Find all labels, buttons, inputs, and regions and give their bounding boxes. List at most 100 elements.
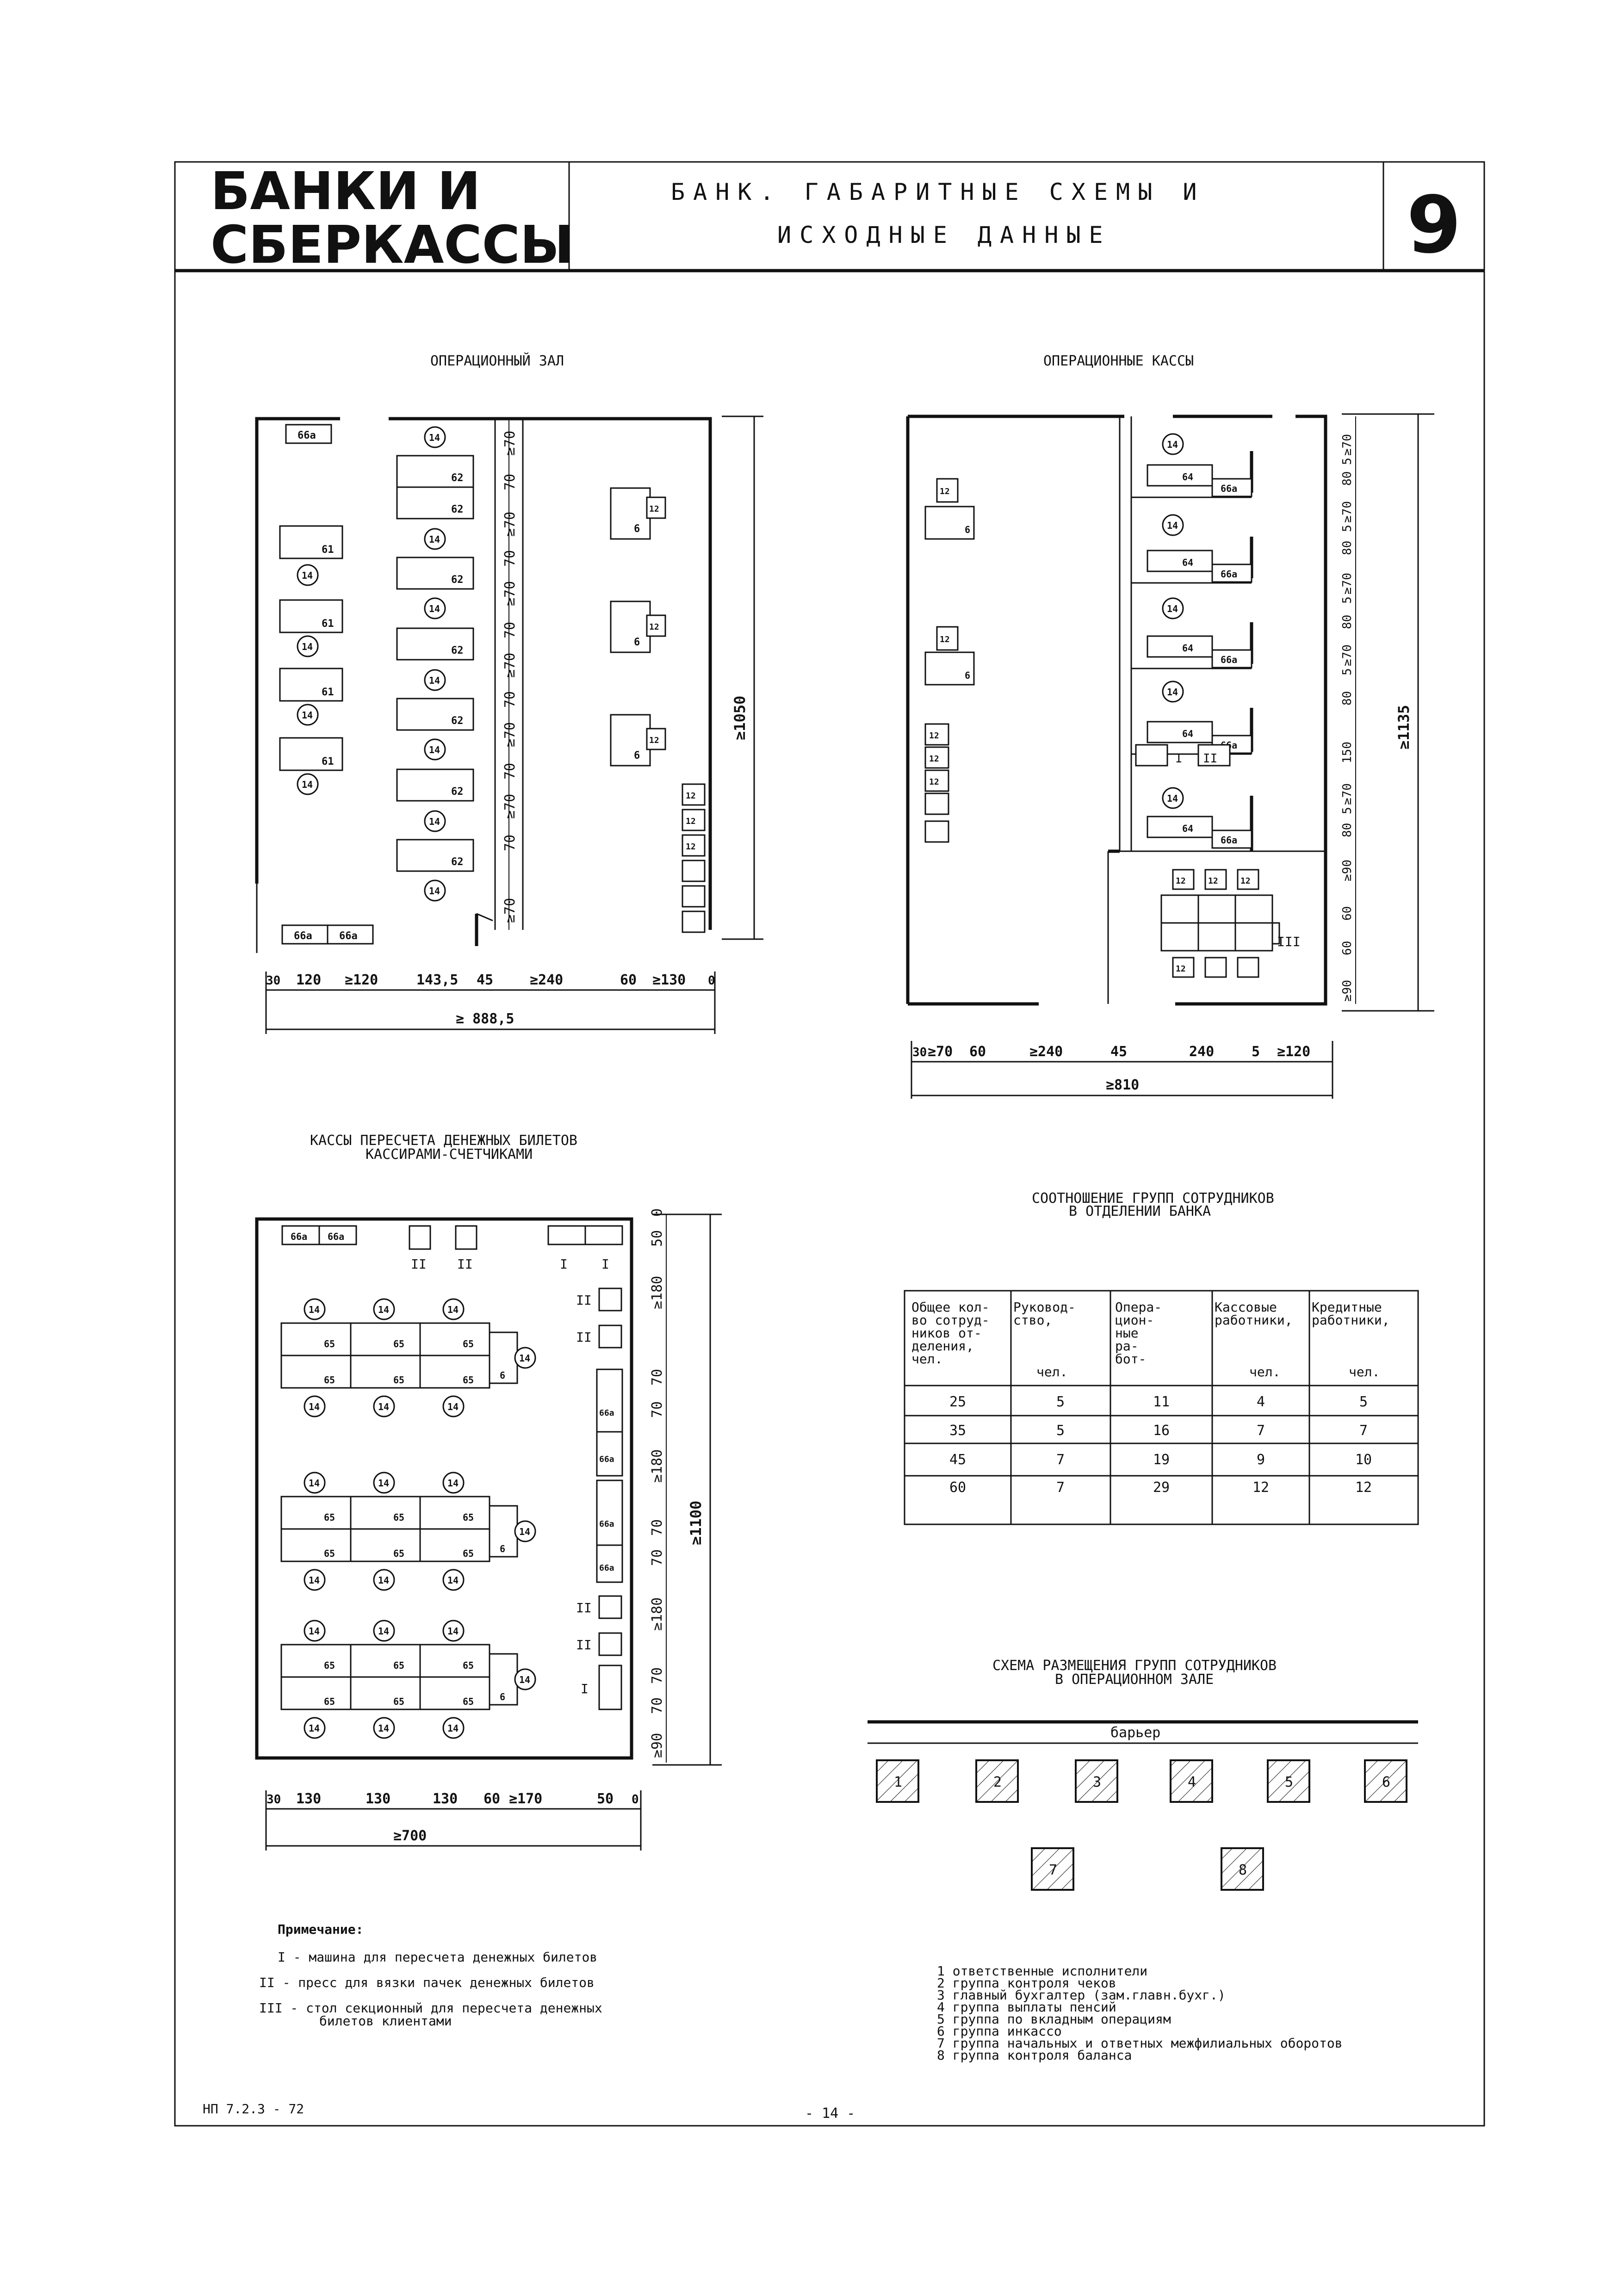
svg-text:61: 61 xyxy=(322,687,334,698)
svg-text:62: 62 xyxy=(451,786,464,798)
counting-title-line2: КАССИРАМИ-СЧЕТЧИКАМИ xyxy=(366,1146,533,1163)
svg-text:ные: ные xyxy=(1115,1325,1139,1341)
svg-text:≥120: ≥120 xyxy=(1277,1044,1310,1060)
svg-text:5 группа по вкладным операциям: 5 группа по вкладным операциям xyxy=(937,2011,1171,2027)
svg-text:≥70: ≥70 xyxy=(1340,573,1354,594)
svg-text:билетов клиентами: билетов клиентами xyxy=(319,2013,452,2029)
svg-text:130: 130 xyxy=(366,1791,391,1807)
svg-text:62: 62 xyxy=(451,504,464,515)
hall-desks-62: 62 62 62 62 62 62 62 xyxy=(396,455,474,872)
svg-text:Опера-: Опера- xyxy=(1115,1300,1162,1315)
svg-text:6: 6 xyxy=(500,1543,505,1554)
svg-text:≥180: ≥180 xyxy=(649,1449,665,1483)
svg-text:30: 30 xyxy=(267,1793,281,1807)
svg-text:70: 70 xyxy=(502,622,518,638)
svg-text:120: 120 xyxy=(296,972,321,988)
svg-text:70: 70 xyxy=(502,550,518,567)
svg-text:62: 62 xyxy=(451,472,464,484)
svg-text:чел.: чел. xyxy=(911,1351,942,1367)
svg-text:≥70: ≥70 xyxy=(1340,783,1354,805)
svg-text:II: II xyxy=(576,1600,592,1615)
svg-text:30: 30 xyxy=(912,1046,927,1059)
svg-text:80: 80 xyxy=(1340,823,1354,837)
counting-desk-group-1: 6 65 65 65 65 65 65 xyxy=(280,1322,518,1389)
svg-text:III: III xyxy=(1277,934,1301,949)
svg-text:14: 14 xyxy=(1167,793,1178,804)
svg-text:чел.: чел. xyxy=(1249,1364,1280,1380)
svg-text:61: 61 xyxy=(322,544,334,556)
svg-text:14: 14 xyxy=(378,1401,389,1412)
svg-text:II: II xyxy=(576,1637,592,1652)
svg-text:14: 14 xyxy=(429,432,440,443)
svg-text:66а: 66а xyxy=(291,1231,307,1242)
svg-text:≥70: ≥70 xyxy=(502,898,518,923)
svg-text:≥170: ≥170 xyxy=(509,1791,542,1807)
svg-text:70: 70 xyxy=(502,691,518,708)
svg-text:14: 14 xyxy=(519,1526,530,1537)
svg-text:66а: 66а xyxy=(1221,835,1237,846)
svg-text:5: 5 xyxy=(1340,668,1354,675)
svg-text:чел.: чел. xyxy=(1036,1364,1067,1380)
svg-text:14: 14 xyxy=(429,744,440,755)
svg-text:0: 0 xyxy=(649,1208,665,1217)
svg-text:14: 14 xyxy=(309,1723,320,1734)
svg-text:50: 50 xyxy=(649,1230,665,1247)
svg-text:14: 14 xyxy=(378,1626,389,1637)
svg-text:14: 14 xyxy=(1167,603,1178,614)
svg-text:30: 30 xyxy=(266,974,280,988)
svg-text:66а: 66а xyxy=(1221,654,1237,665)
svg-text:14: 14 xyxy=(429,603,440,614)
svg-text:150: 150 xyxy=(1340,742,1354,763)
barrier-label: барьер xyxy=(1110,1725,1160,1741)
svg-text:66а: 66а xyxy=(339,930,358,942)
footer-page: - 14 - xyxy=(805,2105,855,2122)
hall-height-dim: ≥1050 xyxy=(722,415,763,940)
svg-text:14: 14 xyxy=(429,885,440,897)
svg-text:70: 70 xyxy=(649,1401,665,1418)
svg-text:65: 65 xyxy=(463,1548,474,1559)
svg-text:3: 3 xyxy=(1093,1774,1101,1790)
svg-text:5: 5 xyxy=(1340,525,1354,532)
svg-text:чел.: чел. xyxy=(1349,1364,1380,1380)
svg-text:70: 70 xyxy=(502,835,518,851)
counting-title-line1: КАССЫ ПЕРЕСЧЕТА ДЕНЕЖНЫХ БИЛЕТОВ xyxy=(310,1133,577,1149)
svg-text:14: 14 xyxy=(519,1353,530,1364)
svg-text:60: 60 xyxy=(949,1479,966,1496)
svg-text:14: 14 xyxy=(447,1626,459,1637)
svg-text:14: 14 xyxy=(429,675,440,686)
svg-text:14: 14 xyxy=(447,1401,459,1412)
sheet-title-line2: ИСХОДНЫЕ ДАННЫЕ xyxy=(777,222,1111,248)
counting-bottom-dims: 30 130 130 130 60 ≥170 50 0 ≥700 xyxy=(265,1790,642,1850)
svg-text:II: II xyxy=(1203,752,1217,766)
svg-text:7: 7 xyxy=(1359,1423,1368,1439)
svg-text:66а: 66а xyxy=(599,1408,614,1418)
groups-scheme: СХЕМА РАЗМЕЩЕНИЯ ГРУПП СОТРУДНИКОВ В ОПЕ… xyxy=(868,1658,1418,2063)
svg-text:II: II xyxy=(411,1256,427,1272)
svg-text:14: 14 xyxy=(309,1401,320,1412)
svg-text:70: 70 xyxy=(502,763,518,780)
counting-chairs: 14 14 14 14 14 14 14 14 14 14 14 14 14 1… xyxy=(304,1298,536,1739)
svg-text:10: 10 xyxy=(1355,1452,1372,1468)
svg-text:14: 14 xyxy=(309,1626,320,1637)
svg-text:6: 6 xyxy=(634,637,640,648)
svg-text:0: 0 xyxy=(708,974,715,988)
svg-text:65: 65 xyxy=(463,1512,474,1523)
groups-title-line1: СХЕМА РАЗМЕЩЕНИЯ ГРУПП СОТРУДНИКОВ xyxy=(992,1658,1277,1674)
svg-text:≥70: ≥70 xyxy=(502,794,518,819)
svg-text:14: 14 xyxy=(302,570,313,581)
svg-text:≥240: ≥240 xyxy=(530,972,563,988)
svg-text:≥70: ≥70 xyxy=(1340,501,1354,523)
cash-counting-table: 12 12 12 12 III xyxy=(1160,869,1301,978)
svg-text:III - стол секционный для пере: III - стол секционный для пересчета дене… xyxy=(259,2000,602,2016)
cash-plan: ОПЕРАЦИОННЫЕ КАССЫ 64 66а 64 66а 64 66а … xyxy=(906,353,1434,1099)
hall-title: ОПЕРАЦИОННЫЙ ЗАЛ xyxy=(430,353,564,369)
svg-text:70: 70 xyxy=(649,1369,665,1386)
svg-text:70: 70 xyxy=(502,474,518,490)
ratio-table-title-line2: В ОТДЕЛЕНИИ БАНКА xyxy=(1069,1203,1211,1219)
svg-text:45: 45 xyxy=(477,972,493,988)
svg-text:64: 64 xyxy=(1182,471,1193,483)
svg-text:I: I xyxy=(581,1681,589,1696)
cash-title: ОПЕРАЦИОННЫЕ КАССЫ xyxy=(1043,353,1194,369)
svg-text:7: 7 xyxy=(1257,1423,1265,1439)
svg-text:5: 5 xyxy=(1056,1394,1065,1410)
